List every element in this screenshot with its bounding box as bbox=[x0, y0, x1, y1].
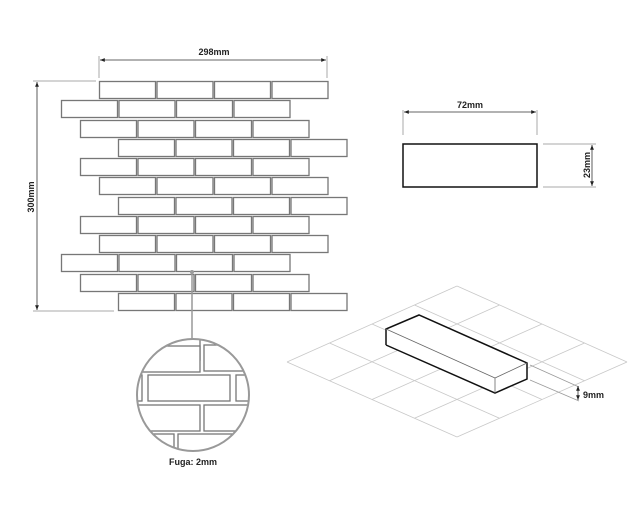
isometric-view: 9mm bbox=[286, 285, 628, 438]
brick-tile bbox=[98, 176, 157, 196]
brick-tile bbox=[60, 99, 119, 119]
brick-tile bbox=[194, 119, 253, 139]
brick-tile bbox=[175, 196, 233, 216]
tile-height-label: 23mm bbox=[582, 152, 592, 178]
brick-tile bbox=[60, 253, 119, 273]
brick-tile bbox=[233, 99, 291, 119]
brick-tile bbox=[175, 99, 234, 119]
brick-tile bbox=[98, 234, 157, 254]
brick-tile bbox=[290, 292, 348, 312]
brick-tile bbox=[252, 157, 310, 177]
brick-tile bbox=[213, 234, 272, 254]
brick-tile bbox=[232, 138, 291, 158]
brick-tile bbox=[213, 176, 272, 196]
brick-tile bbox=[137, 215, 195, 235]
brick-tile bbox=[252, 215, 310, 235]
brick-tile bbox=[271, 80, 329, 100]
mosaic-height-label: 300mm bbox=[26, 181, 36, 212]
thickness-dimension: 9mm bbox=[529, 364, 604, 402]
brick-tile bbox=[194, 273, 253, 293]
grid-line bbox=[456, 361, 628, 438]
brick-tile bbox=[117, 196, 176, 216]
brick-tile bbox=[271, 234, 329, 254]
brick-tile bbox=[194, 215, 253, 235]
brick-tile bbox=[117, 138, 176, 158]
mosaic-height-dimension: 300mm bbox=[26, 80, 114, 312]
brick-tile bbox=[290, 138, 348, 158]
mosaic-width-label: 298mm bbox=[198, 47, 229, 57]
brick-tile bbox=[175, 292, 233, 312]
brick-tile bbox=[175, 138, 233, 158]
tile-front-face bbox=[402, 143, 538, 188]
brick-tile bbox=[175, 253, 234, 273]
brick-tile bbox=[213, 80, 272, 100]
isometric-grid bbox=[286, 285, 628, 438]
brick-tile bbox=[156, 176, 214, 196]
brick-tile bbox=[79, 273, 138, 293]
brick-tile bbox=[79, 215, 138, 235]
mosaic-width-dimension: 298mm bbox=[98, 47, 328, 78]
grid-line bbox=[286, 361, 458, 438]
single-tile-view: 72mm 23mm bbox=[402, 100, 596, 188]
brick-tile bbox=[252, 273, 310, 293]
brick-tile bbox=[117, 292, 176, 312]
joint-width-label: Fuga: 2mm bbox=[169, 457, 217, 467]
brick-tile bbox=[194, 157, 253, 177]
brick-tile bbox=[79, 157, 138, 177]
brick-tile bbox=[271, 176, 329, 196]
brick-tile bbox=[156, 234, 214, 254]
isometric-tile bbox=[385, 314, 528, 394]
brick-tile bbox=[156, 80, 214, 100]
brick-tile bbox=[232, 196, 291, 216]
brick-tile bbox=[79, 119, 138, 139]
brick-tile bbox=[118, 99, 176, 119]
tile-width-label: 72mm bbox=[457, 100, 483, 110]
brick-tile bbox=[118, 253, 176, 273]
brick-tile bbox=[252, 119, 310, 139]
brick-tile bbox=[98, 80, 157, 100]
brick-tile bbox=[233, 253, 291, 273]
mosaic-sheet bbox=[60, 80, 348, 312]
grid-line bbox=[329, 342, 500, 419]
brick-tile bbox=[137, 273, 195, 293]
brick-tile bbox=[232, 292, 291, 312]
magnified-joint-view bbox=[137, 339, 249, 451]
brick-tile bbox=[290, 196, 348, 216]
brick-tile bbox=[137, 157, 195, 177]
tile-thickness-label: 9mm bbox=[583, 390, 604, 400]
brick-tile bbox=[137, 119, 195, 139]
